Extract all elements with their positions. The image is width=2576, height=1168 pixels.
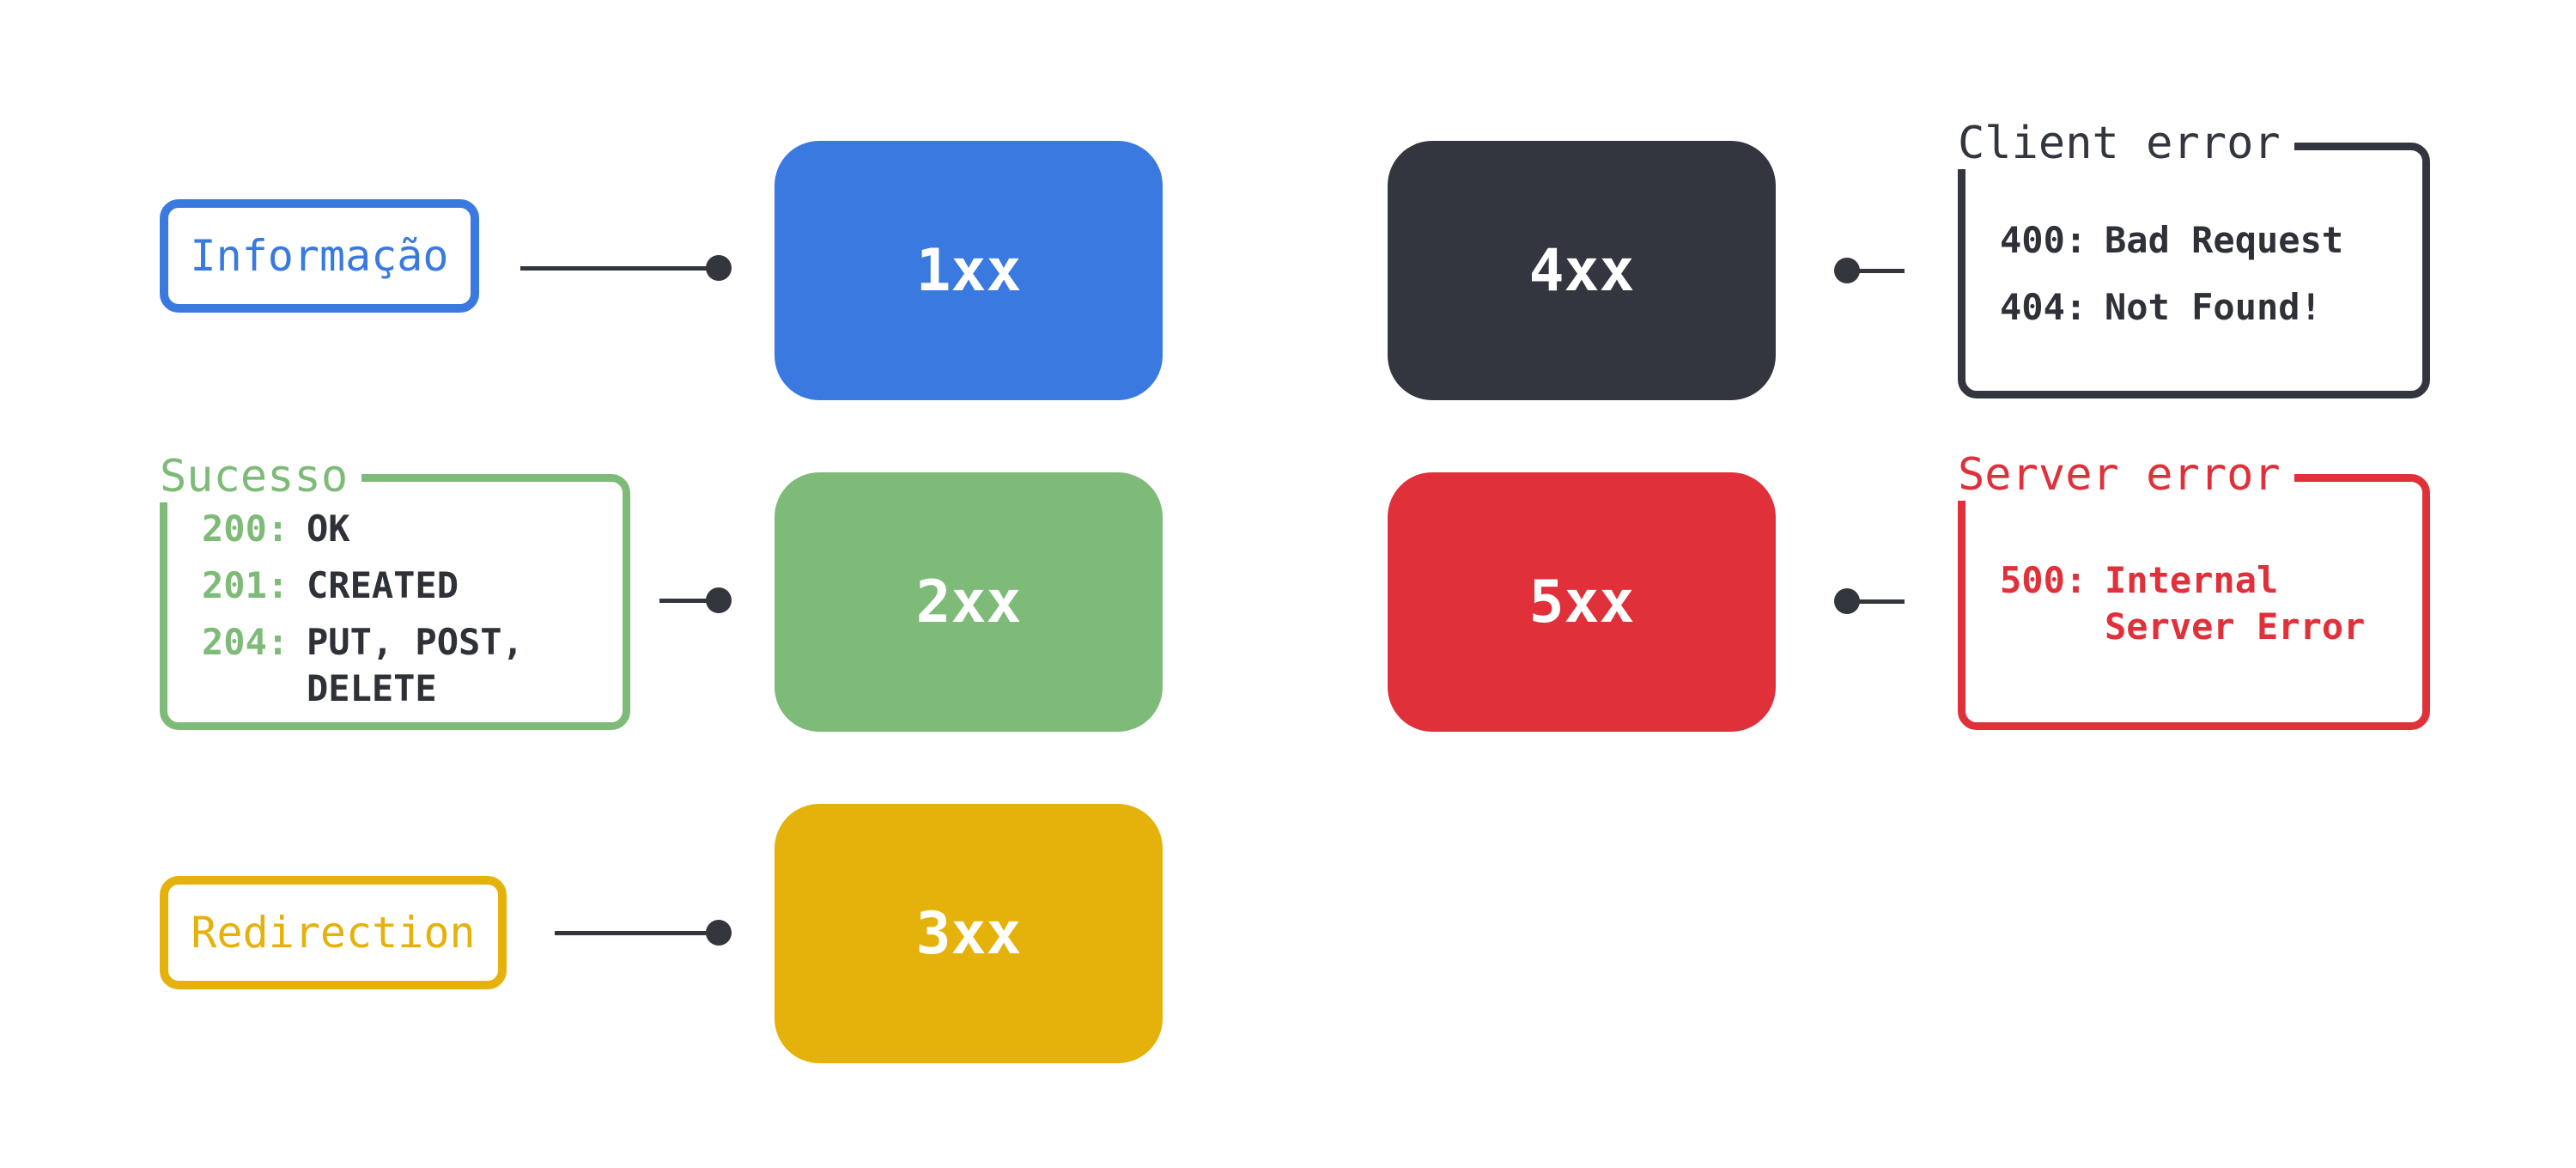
code-row: 204: PUT, POST, DELETE [202,619,524,712]
server-error-code-list: 500: Internal Server Error [2000,557,2365,650]
client-error-panel-title: Client error [1954,118,2294,169]
success-connector-dot [706,587,732,613]
redirect-connector-line [555,931,716,935]
success-panel: Sucesso 200: OK 201: CREATED 204: PUT, P… [156,451,630,730]
status-box-5xx: 5xx [1388,472,1776,732]
server-connector-line [1846,599,1905,604]
code-row: 200: OK [202,506,524,552]
code: 500: [2000,559,2087,601]
client-error-code-list: 400: Bad Request 404: Not Found! [2000,217,2343,331]
code-row: 201: CREATED [202,563,524,609]
client-error-panel: Client error 400: Bad Request 404: Not F… [1954,118,2430,398]
code-row: 404: Not Found! [2000,284,2343,331]
status-box-4xx: 4xx [1388,141,1776,400]
code: 200: [202,508,289,550]
code: 201: [202,564,289,606]
code: 404: [2000,286,2087,328]
status-box-2xx: 2xx [775,472,1163,732]
info-connector-line [520,266,716,271]
code-description: Not Found! [2105,286,2322,328]
code-description: CREATED [307,564,459,606]
success-code-list: 200: OK 201: CREATED 204: PUT, POST, DEL… [202,506,524,712]
code-description: Internal Server Error [2105,559,2366,648]
code-description: PUT, POST, DELETE [307,621,524,709]
redirect-connector-dot [706,920,732,946]
code: 400: [2000,219,2087,261]
info-label: Informação [160,199,479,313]
success-connector-line [659,599,716,603]
info-connector-dot [706,255,732,281]
server-error-panel-title: Server error [1954,449,2294,501]
code-row: 400: Bad Request [2000,217,2343,264]
code: 204: [202,621,289,663]
redirect-label: Redirection [160,876,507,989]
code-description: OK [307,508,350,550]
status-box-3xx: 3xx [775,804,1163,1063]
code-row: 500: Internal Server Error [2000,557,2365,650]
code-description: Bad Request [2105,219,2344,261]
success-panel-title: Sucesso [156,451,362,502]
server-error-panel: Server error 500: Internal Server Error [1954,449,2430,730]
client-connector-line [1846,269,1905,273]
status-box-1xx: 1xx [775,141,1163,400]
